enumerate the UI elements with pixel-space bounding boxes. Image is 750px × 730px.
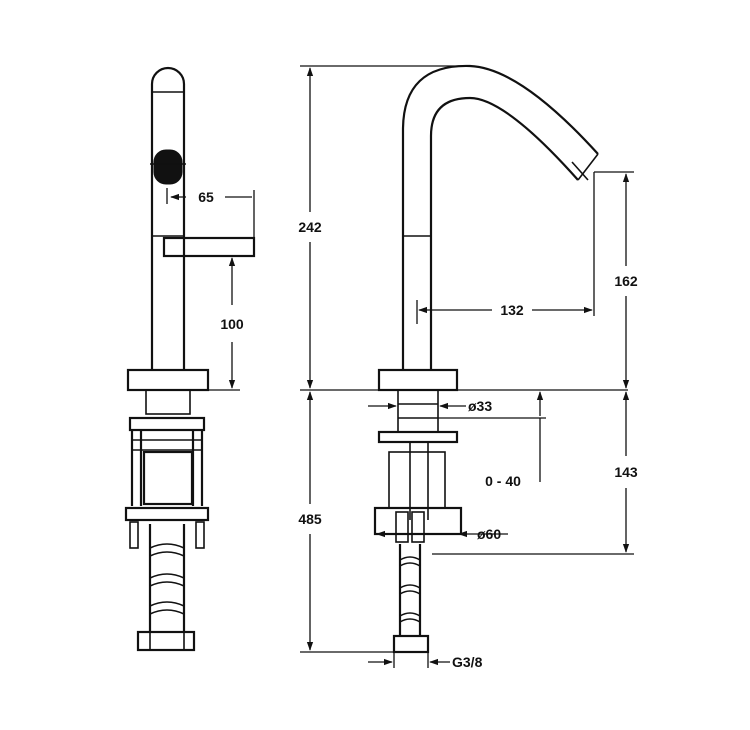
dimension-handle-height: 100 [208,257,244,391]
dimension-label-base-diameter: ø60 [477,526,501,542]
dimension-label-body-diameter: ø33 [468,398,492,414]
dimension-spout-reach: 132 [416,172,595,324]
side-view-aerator [153,149,183,185]
side-view-base-rosette [126,368,210,392]
dimension-label-below-deck-height: 143 [614,464,638,480]
dimension-clamping-range: 0 - 40 [438,391,546,489]
dimension-base-diameter: ø60 [375,526,508,542]
front-view-mounting-assembly [373,389,463,543]
side-view-column [150,66,186,370]
dimension-handle-reach: 65 [166,188,255,238]
dimension-body-diameter: ø33 [368,398,492,414]
front-view: 242 485 132 162 ø33 [298,64,638,670]
dimension-label-clamping-range: 0 - 40 [485,473,521,489]
dimension-connection-thread: G3/8 [368,652,483,670]
dimension-below-deck-height: 143 [432,391,638,555]
dimension-label-connection-thread: G3/8 [452,654,483,670]
front-view-base-rosette [377,368,459,392]
dimension-overall-length: 485 [298,391,394,653]
front-view-spout [401,64,599,370]
dimension-label-handle-height: 100 [220,316,244,332]
side-view-mounting-bracket [124,416,210,549]
side-view: 65 100 [124,66,256,652]
dimension-spout-height: 162 [594,171,638,389]
dimension-total-height: 242 [298,65,628,391]
side-view-lever-handle [162,236,256,258]
side-view-supply-hose [136,524,196,652]
front-view-supply-hose [392,544,430,654]
dimension-label-spout-reach: 132 [500,302,524,318]
dimension-label-handle-reach: 65 [198,189,214,205]
dimension-label-spout-height: 162 [614,273,638,289]
dimension-label-total-height: 242 [298,219,322,235]
dimension-label-overall-length: 485 [298,511,322,527]
